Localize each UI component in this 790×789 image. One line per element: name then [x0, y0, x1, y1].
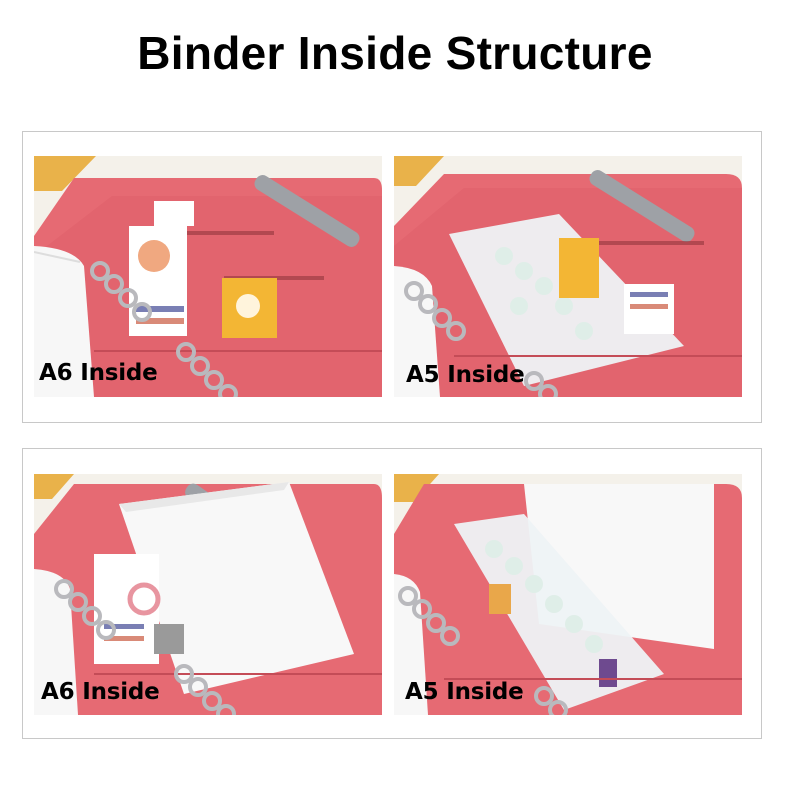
photo-a5-inside-top [394, 156, 742, 397]
photo-a5-inside-bottom [394, 474, 742, 715]
panel-label-a6-inside-top: A6 Inside [39, 360, 158, 386]
panel-label-a6-inside-bottom: A6 Inside [41, 679, 160, 705]
page-title: Binder Inside Structure [137, 27, 653, 79]
panel-label-a5-inside-top: A5 Inside [406, 362, 525, 388]
panel-label-a5-inside-bottom: A5 Inside [405, 679, 524, 705]
photo-a6-inside-top [34, 156, 382, 397]
photo-a6-inside-bottom [34, 474, 382, 715]
